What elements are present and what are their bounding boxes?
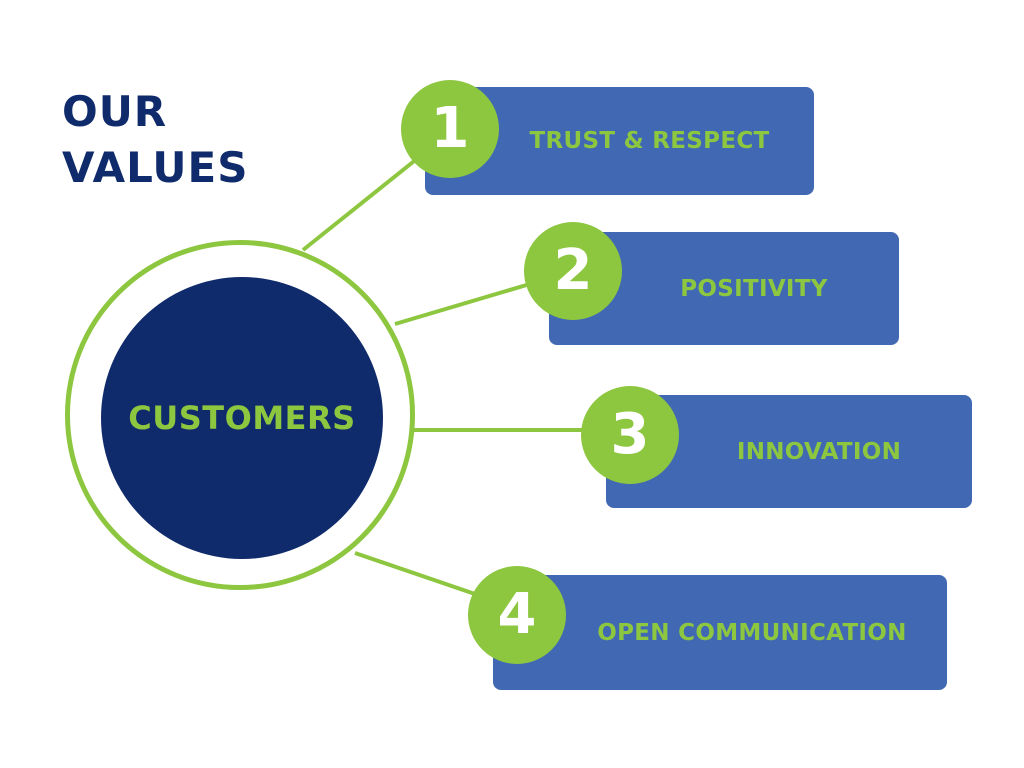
customers-hub: CUSTOMERS <box>101 277 383 559</box>
value-label-3: INNOVATION <box>736 438 902 465</box>
value-box-open-communication: OPEN COMMUNICATION <box>493 575 947 690</box>
value-number-badge-3: 3 <box>581 386 679 484</box>
hub-label: CUSTOMERS <box>128 399 356 437</box>
connector-line-4 <box>354 551 476 596</box>
value-number-badge-2: 2 <box>524 222 622 320</box>
value-number-badge-1: 1 <box>401 80 499 178</box>
value-label-1: TRUST & RESPECT <box>529 128 770 154</box>
connector-line-1 <box>301 156 420 252</box>
value-number-1: 1 <box>430 96 470 161</box>
title-line-2: VALUES <box>62 143 249 192</box>
value-label-4: OPEN COMMUNICATION <box>597 619 907 646</box>
title-line-1: OUR <box>62 87 168 136</box>
value-number-3: 3 <box>610 402 650 467</box>
value-label-2: POSITIVITY <box>680 275 828 302</box>
connector-line-2 <box>394 282 531 326</box>
page-title: OUR VALUES <box>62 84 248 196</box>
value-number-2: 2 <box>553 238 593 303</box>
value-number-4: 4 <box>497 582 537 647</box>
value-number-badge-4: 4 <box>468 566 566 664</box>
